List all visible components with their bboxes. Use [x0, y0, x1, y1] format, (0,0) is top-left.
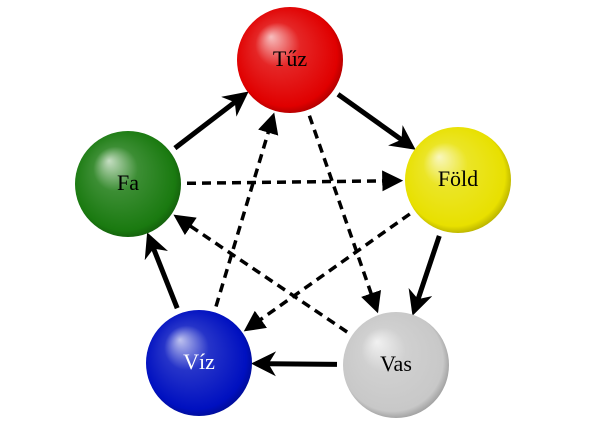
node-viz: Víz: [146, 310, 252, 416]
node-viz-label: Víz: [183, 349, 215, 374]
node-tuz-label: Tűz: [273, 46, 307, 71]
dashed-arrow-tuz-to-vas: [307, 115, 382, 314]
node-vas-sphere: [343, 312, 449, 418]
node-fa-label: Fa: [117, 170, 139, 195]
node-fold-label: Föld: [438, 166, 478, 191]
dashed-arrow-viz-to-tuz: [214, 112, 279, 308]
dashed-arrow-fa-to-fold: [186, 170, 404, 192]
node-fold-sphere: [405, 127, 511, 233]
dashed-arrow-fold-to-viz: [243, 212, 411, 332]
node-vas: Vas: [343, 312, 449, 418]
solid-arrow-viz-to-fa: [144, 232, 180, 310]
dashed-arrow-vas-to-fa: [173, 214, 349, 334]
solid-arrow-fold-to-vas: [408, 235, 442, 316]
node-fa-sphere: [75, 131, 181, 237]
node-tuz-sphere: [237, 7, 343, 113]
solid-arrow-tuz-to-fold: [336, 92, 416, 150]
node-tuz: Tűz: [237, 7, 343, 113]
solid-arrow-fa-to-tuz: [173, 91, 249, 151]
nodes-layer: Tűz Föld Vas Víz Fa: [75, 7, 511, 418]
node-fold: Föld: [405, 127, 511, 233]
edges-layer: [144, 91, 442, 377]
solid-arrow-vas-to-viz: [251, 351, 338, 377]
node-fa: Fa: [75, 131, 181, 237]
node-viz-sphere: [146, 310, 252, 416]
node-vas-label: Vas: [380, 351, 412, 376]
